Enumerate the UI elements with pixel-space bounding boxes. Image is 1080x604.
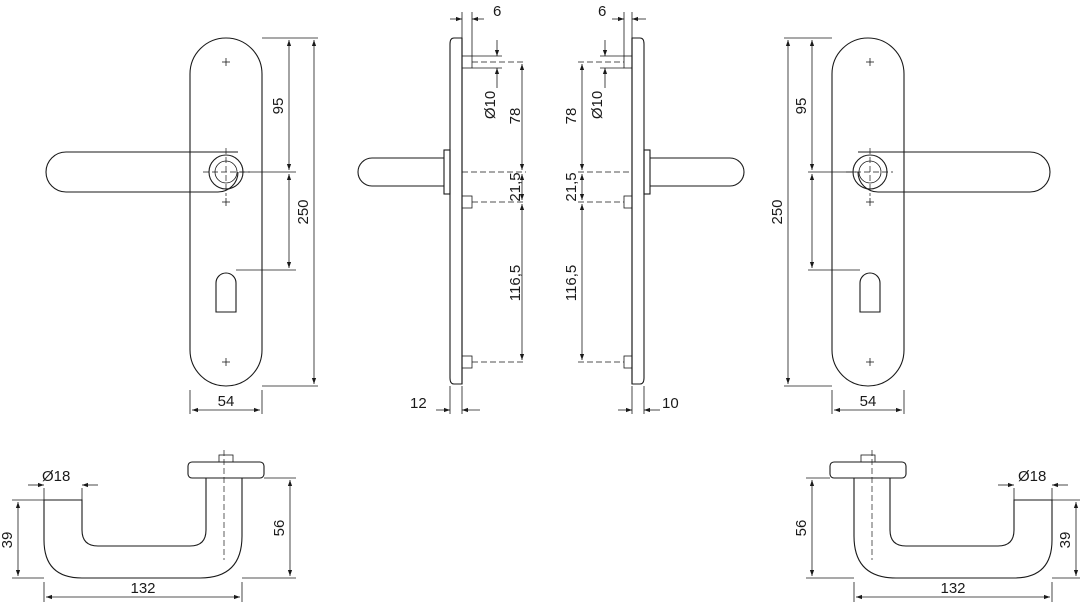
dim-12: 12: [410, 395, 427, 412]
plate-profile: [631, 37, 645, 385]
lever-handle: [857, 151, 1051, 193]
bolt: [623, 195, 633, 209]
rosette-profile: [643, 149, 651, 195]
dim-250: 250: [295, 199, 312, 224]
dim-95: 95: [793, 98, 810, 115]
rosette-profile: [443, 149, 451, 195]
dim-132: 132: [940, 580, 965, 597]
bolt: [623, 55, 633, 69]
bolt: [623, 355, 633, 369]
dim-diameter-10: Ø10: [589, 91, 606, 119]
bolt: [461, 55, 473, 69]
lever-top: [43, 477, 243, 579]
dim-21-5: 21,5: [563, 172, 580, 201]
dim-132: 132: [130, 580, 155, 597]
plate-profile: [449, 37, 463, 385]
cylinder-keyhole: [859, 272, 881, 313]
dim-39: 39: [1057, 532, 1074, 549]
lever-top: [853, 477, 1053, 579]
dim-21-5: 21,5: [507, 172, 524, 201]
lever-profile: [357, 157, 444, 187]
side-view-right: 6 Ø10 78 21,5 116,5 10: [563, 3, 745, 414]
dim-6: 6: [493, 3, 501, 20]
cylinder-keyhole: [215, 272, 237, 313]
dim-39: 39: [0, 532, 16, 549]
spindle-top: [218, 454, 234, 463]
dim-diameter-10: Ø10: [482, 91, 499, 119]
dim-116-5: 116,5: [563, 265, 580, 301]
bolt: [461, 195, 473, 209]
backplate-outline: [831, 37, 905, 387]
top-view-left: Ø18 39 56 132: [0, 450, 296, 602]
dim-78: 78: [507, 108, 524, 125]
backplate-outline: [189, 37, 263, 387]
dim-78: 78: [563, 108, 580, 125]
dim-116-5: 116,5: [507, 265, 524, 301]
lever-profile: [650, 157, 745, 187]
top-view-right: 56 Ø18 39 132: [793, 450, 1080, 602]
side-view-left: 6 Ø10 78 21,5 116,5 12: [357, 3, 526, 414]
rosette-top: [187, 461, 265, 479]
dim-250: 250: [769, 199, 786, 224]
dim-54: 54: [860, 393, 877, 410]
bolt: [461, 355, 473, 369]
dim-6: 6: [598, 3, 606, 20]
rosette-top: [829, 461, 907, 479]
dim-56: 56: [271, 520, 288, 537]
lever-handle: [45, 151, 239, 193]
dim-56: 56: [793, 520, 810, 537]
dim-diameter-18: Ø18: [42, 468, 70, 485]
spindle-top: [860, 454, 876, 463]
dim-diameter-18: Ø18: [1018, 468, 1046, 485]
front-view-right: 95 250 54: [769, 37, 1051, 414]
dim-10: 10: [662, 395, 679, 412]
dim-54: 54: [218, 393, 235, 410]
front-view-left: 95 250 54: [45, 37, 318, 414]
dim-95: 95: [270, 98, 287, 115]
